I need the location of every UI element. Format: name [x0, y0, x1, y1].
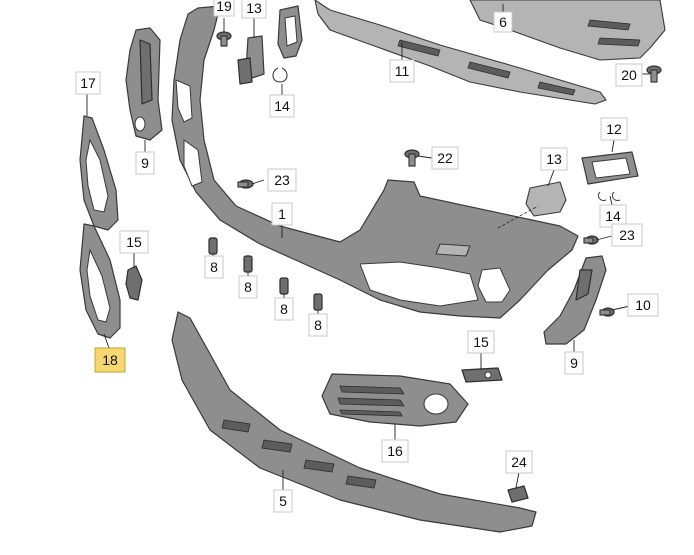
callout-23-left: 23 — [267, 168, 297, 192]
svg-text:9: 9 — [570, 355, 578, 371]
leader-lines — [86, 4, 650, 490]
callout-20: 20 — [615, 63, 643, 87]
callout-22: 22 — [431, 146, 459, 170]
part-24-clip[interactable] — [507, 485, 529, 503]
callout-15-right: 15 — [467, 330, 495, 354]
part-23-screw-left[interactable] — [237, 179, 254, 189]
svg-text:9: 9 — [141, 155, 149, 171]
callout-8a: 8 — [204, 255, 224, 279]
part-8-spacer-a[interactable] — [208, 237, 218, 255]
svg-text:19: 19 — [216, 0, 232, 14]
part-8-spacer-d[interactable] — [313, 293, 323, 311]
part-23-screw-right[interactable] — [583, 235, 599, 245]
svg-text:8: 8 — [314, 317, 322, 333]
svg-text:13: 13 — [546, 151, 562, 167]
part-tow-eye-cover-top[interactable] — [277, 5, 303, 59]
svg-text:11: 11 — [395, 63, 410, 79]
part-8-spacer-c[interactable] — [279, 277, 289, 295]
svg-text:1: 1 — [278, 206, 286, 222]
svg-text:23: 23 — [619, 227, 635, 243]
callout-13-top: 13 — [241, 0, 267, 19]
callout-6: 6 — [493, 11, 513, 33]
callout-8c: 8 — [274, 297, 294, 321]
callout-8d: 8 — [308, 313, 328, 337]
svg-text:16: 16 — [387, 443, 403, 459]
part-13-bracket-top[interactable] — [237, 35, 265, 85]
callout-23-right: 23 — [611, 223, 643, 247]
svg-text:8: 8 — [244, 279, 252, 295]
part-13-tow-eye-cover[interactable] — [525, 181, 567, 217]
part-9-bracket-right[interactable] — [543, 255, 607, 345]
callout-9-left: 9 — [135, 151, 155, 175]
part-11-underbody-guard[interactable] — [314, 0, 607, 105]
svg-text:6: 6 — [499, 14, 507, 30]
callout-14-top: 14 — [269, 94, 295, 118]
part-17-grille-frame[interactable] — [79, 115, 119, 231]
svg-text:10: 10 — [635, 297, 651, 313]
callout-19: 19 — [213, 0, 235, 17]
callout-1: 1 — [271, 202, 293, 226]
callout-24: 24 — [505, 450, 533, 474]
svg-text:20: 20 — [621, 67, 637, 83]
svg-text:14: 14 — [605, 208, 621, 224]
svg-text:24: 24 — [511, 454, 527, 470]
callout-10: 10 — [627, 293, 659, 317]
svg-text:22: 22 — [437, 150, 453, 166]
svg-text:18: 18 — [102, 352, 118, 368]
part-16-fog-grille[interactable] — [321, 373, 469, 427]
callout-12: 12 — [600, 117, 628, 141]
callout-11: 11 — [389, 59, 415, 83]
svg-text:5: 5 — [279, 493, 287, 509]
svg-text:15: 15 — [473, 334, 489, 350]
part-1-bumper-cover[interactable] — [171, 5, 579, 319]
part-14-clip-top[interactable] — [272, 67, 288, 83]
part-20-screw[interactable] — [646, 65, 662, 83]
part-15-clip-left[interactable] — [125, 265, 143, 301]
part-18-grille-trim[interactable] — [79, 223, 121, 339]
svg-text:8: 8 — [210, 259, 218, 275]
part-12-tow-eye-cap[interactable] — [581, 151, 639, 185]
svg-text:17: 17 — [80, 75, 96, 91]
part-22-screw[interactable] — [404, 149, 420, 167]
callout-17: 17 — [75, 71, 101, 95]
callout-15-left: 15 — [119, 230, 149, 254]
callout-5: 5 — [273, 489, 293, 513]
part-14-clip-right[interactable] — [597, 191, 621, 201]
callout-14-right: 14 — [599, 204, 627, 228]
part-8-spacer-b[interactable] — [243, 255, 253, 273]
callout-9-right: 9 — [564, 351, 584, 375]
callout-13-right: 13 — [540, 147, 568, 171]
svg-text:13: 13 — [246, 0, 262, 16]
part-6-engine-cover-shield[interactable] — [469, 0, 666, 61]
part-9-bracket-left[interactable] — [125, 27, 163, 141]
part-15-sensor-clip[interactable] — [461, 367, 503, 383]
part-10-screw[interactable] — [599, 307, 615, 317]
svg-text:14: 14 — [274, 98, 290, 114]
part-5-lower-spoiler[interactable] — [171, 311, 537, 533]
svg-text:8: 8 — [280, 301, 288, 317]
svg-text:15: 15 — [126, 234, 142, 250]
callout-18[interactable]: 18 — [94, 347, 126, 373]
svg-text:23: 23 — [274, 172, 290, 188]
callout-16: 16 — [381, 439, 409, 463]
part-19-screw[interactable] — [216, 31, 232, 47]
svg-text:12: 12 — [606, 121, 622, 137]
callout-8b: 8 — [238, 275, 258, 299]
